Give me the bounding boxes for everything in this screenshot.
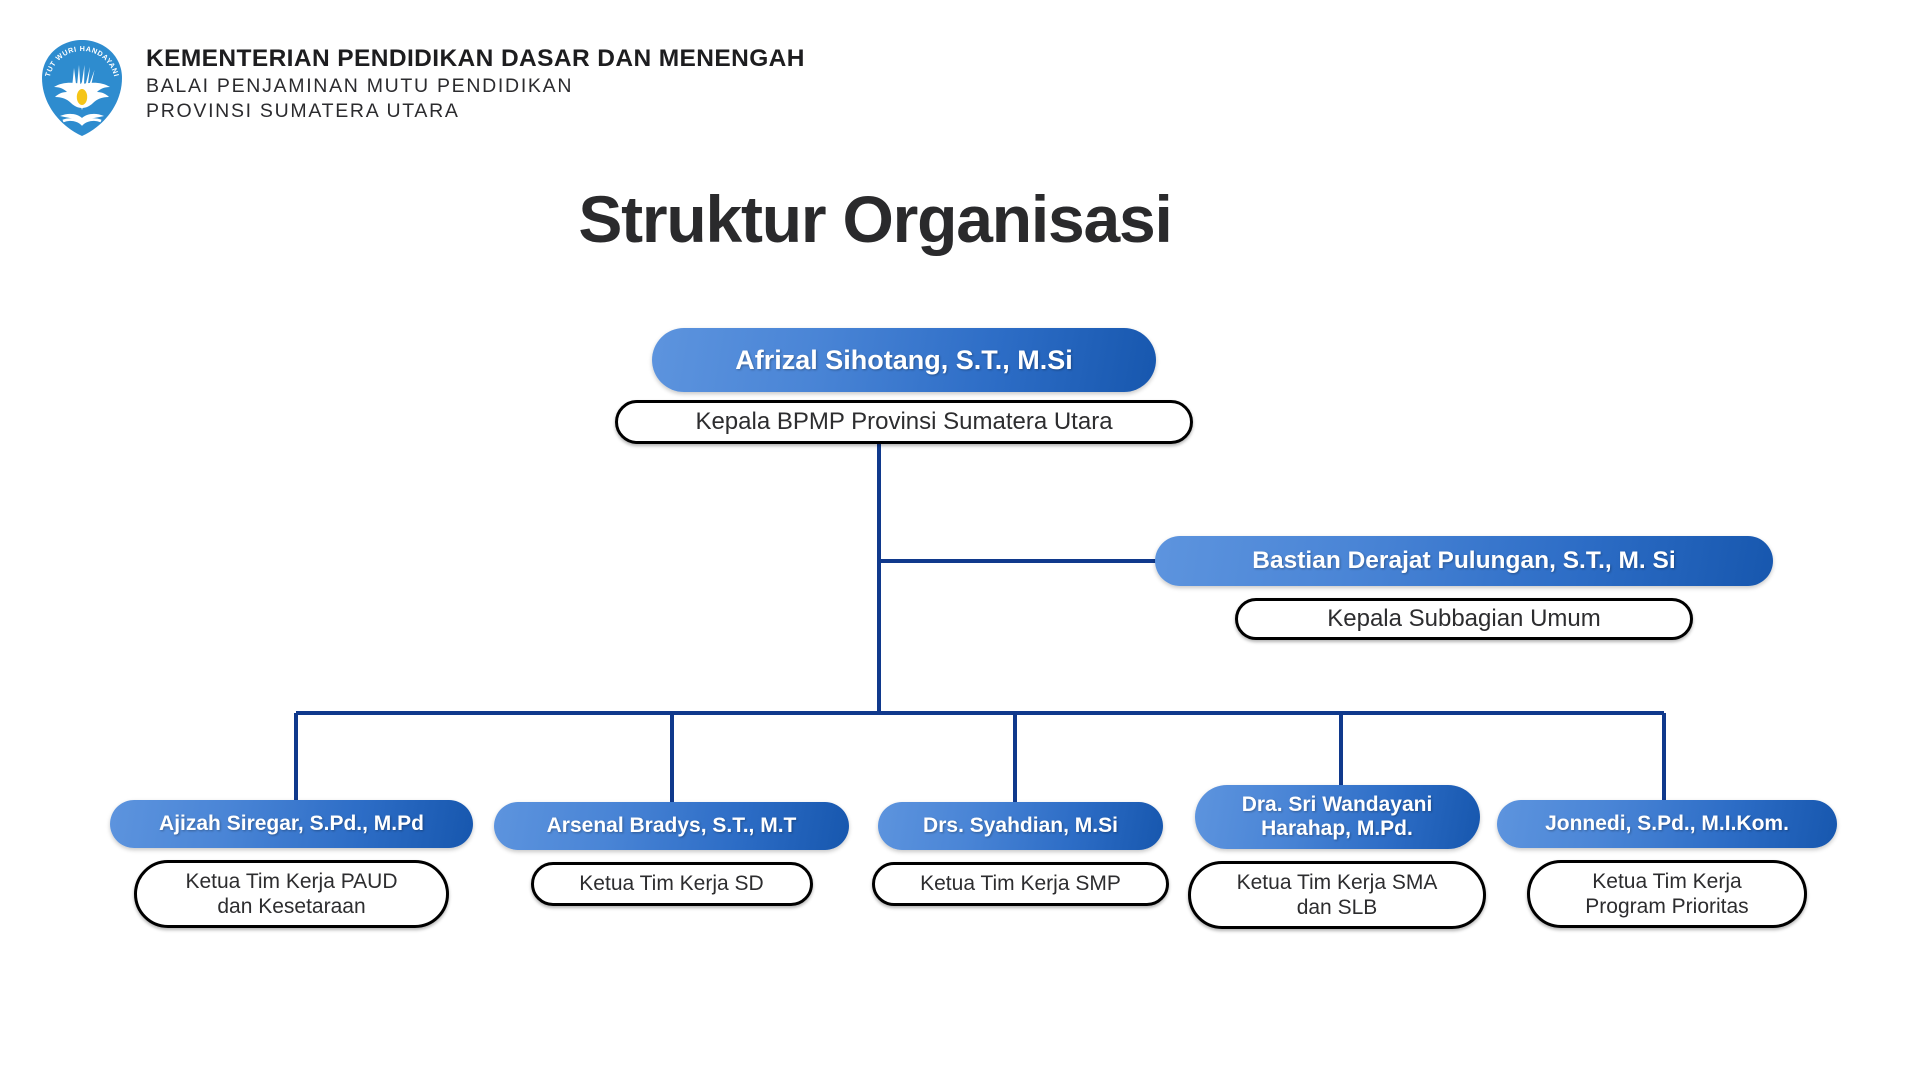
org-node-tim-kerja-paud[interactable]: Ajizah Siregar, S.Pd., M.Pd Ketua Tim Ke… [110,800,473,928]
province-name: PROVINSI SUMATERA UTARA [146,100,460,123]
header-text-block: KEMENTERIAN PENDIDIKAN DASAR DAN MENENGA… [146,38,805,125]
person-name-pill[interactable]: Drs. Syahdian, M.Si [878,802,1163,850]
person-name-pill[interactable]: Ajizah Siregar, S.Pd., M.Pd [110,800,473,848]
org-node-kepala-subbagian-umum[interactable]: Bastian Derajat Pulungan, S.T., M. Si Ke… [1155,536,1773,640]
person-name-pill[interactable]: Arsenal Bradys, S.T., M.T [494,802,849,850]
org-node-tim-kerja-sma[interactable]: Dra. Sri Wandayani Harahap, M.Pd. Ketua … [1188,785,1486,929]
role-title-pill[interactable]: Ketua Tim Kerja SMP [872,862,1169,906]
role-title-pill[interactable]: Ketua Tim Kerja SMA dan SLB [1188,861,1486,929]
page-title: Struktur Organisasi [578,182,1173,256]
org-node-kepala-bpmp[interactable]: Afrizal Sihotang, S.T., M.Si Kepala BPMP… [615,328,1193,444]
person-name-pill[interactable]: Dra. Sri Wandayani Harahap, M.Pd. [1194,785,1480,849]
unit-name: BALAI PENJAMINAN MUTU PENDIDIKAN [146,74,574,97]
person-name-pill[interactable]: Jonnedi, S.Pd., M.I.Kom. [1497,800,1837,848]
org-node-tim-kerja-smp[interactable]: Drs. Syahdian, M.Si Ketua Tim Kerja SMP [872,802,1169,906]
role-title-pill[interactable]: Kepala Subbagian Umum [1235,598,1693,640]
person-name-pill[interactable]: Bastian Derajat Pulungan, S.T., M. Si [1155,536,1773,586]
tut-wuri-handayani-logo: TUT WURI HANDAYANI [36,38,128,138]
document-header: TUT WURI HANDAYANI [36,38,805,138]
person-name-pill[interactable]: Afrizal Sihotang, S.T., M.Si [652,328,1156,392]
role-title-pill[interactable]: Ketua Tim Kerja Program Prioritas [1527,860,1807,928]
org-node-tim-kerja-sd[interactable]: Arsenal Bradys, S.T., M.T Ketua Tim Kerj… [494,802,849,906]
role-title-pill[interactable]: Ketua Tim Kerja SD [530,862,813,906]
role-title-pill[interactable]: Kepala BPMP Provinsi Sumatera Utara [615,400,1193,444]
role-title-pill[interactable]: Ketua Tim Kerja PAUD dan Kesetaraan [134,860,449,928]
ministry-name: KEMENTERIAN PENDIDIKAN DASAR DAN MENENGA… [146,45,805,72]
org-node-tim-kerja-program-prioritas[interactable]: Jonnedi, S.Pd., M.I.Kom. Ketua Tim Kerja… [1497,800,1837,928]
